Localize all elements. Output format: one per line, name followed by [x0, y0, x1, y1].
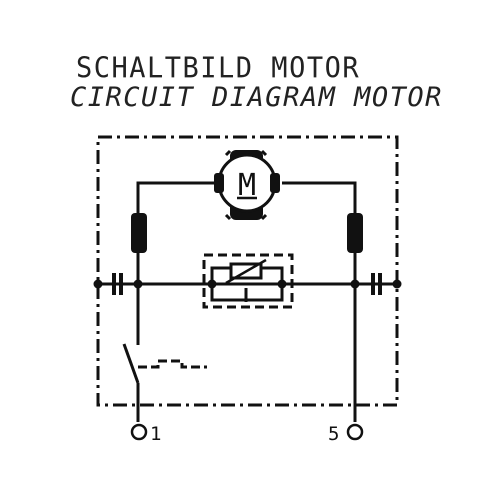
junction-dots	[93, 279, 402, 289]
housing-outline	[96, 135, 399, 407]
switch	[122, 343, 207, 422]
motor-label: M	[238, 168, 256, 203]
diagram-title-english: CIRCUIT DIAGRAM MOTOR	[70, 82, 443, 113]
capacitor-left	[112, 273, 123, 295]
thermal-protector	[202, 253, 294, 309]
capacitor-right	[371, 273, 382, 295]
terminal-1: 1	[130, 423, 161, 445]
inductor-right	[347, 212, 363, 260]
wire-top-right	[282, 181, 357, 218]
inductor-left	[131, 212, 147, 260]
terminal-5: 5	[328, 423, 364, 445]
terminal-1-label: 1	[150, 423, 161, 445]
wire-top-left	[136, 181, 218, 218]
terminal-5-label: 5	[328, 423, 339, 445]
diagram-title-german: SCHALTBILD MOTOR	[76, 52, 361, 85]
motor-symbol: M	[214, 149, 280, 221]
